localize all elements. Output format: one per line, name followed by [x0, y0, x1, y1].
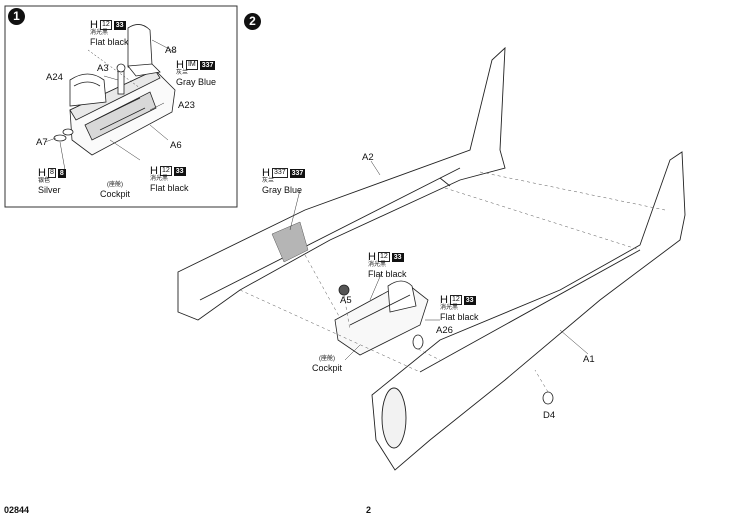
step1-seat [127, 24, 161, 77]
part-label-a1: A1 [583, 354, 595, 365]
step1-cockpit-tub [69, 69, 176, 156]
paint-code: 33 [391, 252, 404, 262]
part-label-a26: A26 [436, 325, 453, 336]
part-label-d4: D4 [543, 410, 556, 421]
part-label-a7: A7 [36, 137, 48, 148]
paint-box: 12 [377, 252, 390, 262]
part-label-a3: A3 [97, 63, 109, 74]
step2-fuselage-a2 [177, 46, 506, 321]
step2-paint-gray-blue: H 337 337 灰兰 Gray Blue [262, 167, 306, 195]
paint-code: 8 [57, 168, 66, 178]
paint-en: Flat black [368, 269, 407, 279]
part-label-a24: A24 [46, 72, 63, 83]
paint-code: 33 [113, 20, 126, 30]
step2-fuselage-a1 [371, 151, 686, 471]
paint-cn: 消光黑 [440, 305, 459, 311]
paint-letter: H [440, 294, 448, 306]
paint-cn: 消光黑 [150, 176, 169, 182]
paint-code: 337 [199, 60, 216, 70]
step2-cockpit-assembly [334, 280, 429, 356]
step1-frame [4, 5, 238, 208]
paint-letter: H [150, 165, 158, 177]
step2-paint-flat-black-2: H 12 33 消光黑 Flat black [440, 294, 479, 323]
paint-cn: 消光黑 [90, 30, 109, 36]
paint-box: 337 [271, 168, 288, 178]
step2-alignment-lines [239, 171, 666, 393]
part-label-a2: A2 [362, 152, 374, 163]
paint-letter: H [262, 167, 270, 179]
part-label-a5: A5 [340, 295, 352, 306]
step2-part-a5 [338, 284, 350, 296]
step1-paint-silver: H 8 8 银色 Silver [38, 168, 66, 195]
step2-part-a26 [412, 334, 424, 350]
paint-code: 337 [289, 168, 306, 178]
paint-box: 12 [99, 20, 112, 30]
step1-pedals [53, 128, 74, 142]
paint-cn: 灰兰 [262, 178, 275, 184]
paint-en: Silver [38, 185, 61, 195]
step1-number: 1 [8, 8, 25, 25]
paint-en: Flat black [440, 312, 479, 322]
paint-letter: H [90, 19, 98, 31]
footer-page-number: 2 [366, 505, 372, 515]
step1-panel-a24 [69, 73, 107, 107]
paint-letter: H [176, 59, 184, 71]
step2-part-d4 [542, 391, 554, 405]
paint-en: Gray Blue [176, 77, 217, 87]
paint-letter: H [368, 251, 376, 263]
part-label-a8: A8 [165, 45, 177, 56]
step2-gray-area [271, 221, 309, 263]
paint-box: IM [185, 60, 198, 70]
step2-cockpit-label: (座舱) Cockpit [312, 356, 342, 373]
footer-code: 02844 [4, 505, 30, 515]
paint-cn: 消光黑 [368, 262, 387, 268]
step1-paint-flat-black-top: H 12 33 消光黑 Flat black [90, 19, 129, 48]
step1-paint-flat-black-bottom: H 12 33 消光黑 Flat black [150, 165, 189, 194]
cockpit-en: Cockpit [312, 363, 343, 373]
paint-letter: H [38, 167, 46, 179]
paint-en: Flat black [90, 37, 129, 47]
paint-en: Gray Blue [262, 185, 303, 195]
step2-paint-flat-black-1: H 12 33 消光黑 Flat black [368, 251, 407, 280]
paint-en: Flat black [150, 183, 189, 193]
step1-cockpit-label: (座舱) Cockpit [100, 182, 130, 199]
paint-box: 12 [449, 295, 462, 305]
step1-paint-gray-blue: H IM 337 灰兰 Gray Blue [176, 59, 217, 88]
cockpit-en: Cockpit [100, 189, 131, 199]
cockpit-cn: (座舱) [107, 182, 123, 188]
step2-leaders [289, 160, 589, 361]
step1-stick [116, 63, 126, 95]
cockpit-cn: (座舱) [319, 356, 335, 362]
part-label-a6: A6 [170, 140, 182, 151]
paint-code: 33 [463, 295, 476, 305]
paint-box: 8 [47, 168, 56, 178]
paint-code: 33 [173, 166, 186, 176]
step1-leaders [44, 39, 176, 171]
part-label-a23: A23 [178, 100, 195, 111]
step2-number: 2 [244, 13, 261, 30]
paint-box: 12 [159, 166, 172, 176]
paint-cn: 银色 [38, 178, 51, 184]
paint-cn: 灰兰 [176, 70, 189, 76]
